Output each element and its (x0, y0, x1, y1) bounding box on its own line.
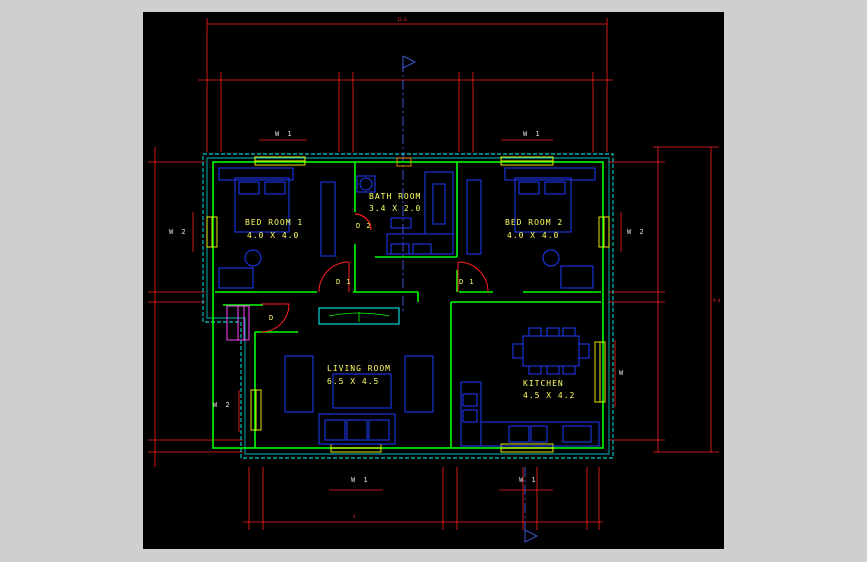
room-size-living: 6.5 X 4.5 (327, 377, 379, 386)
room-name-living: LIVING ROOM (327, 364, 391, 373)
tv-screen-detail (328, 312, 390, 322)
dim-bottom-mid: 4 (353, 514, 356, 519)
bathtub (424, 171, 454, 235)
kitchen-counter-bottom (480, 421, 600, 447)
room-size-bathroom: 3.4 X 2.0 (369, 204, 421, 213)
door-swings (260, 213, 489, 333)
door-label-d1-left: D 1 (336, 278, 352, 286)
door-label-d1-right: D 1 (459, 278, 475, 286)
toilet-icon (359, 177, 373, 191)
sofa-left (284, 355, 314, 413)
axis-lines (402, 55, 538, 543)
coffee-table (332, 373, 392, 409)
kitchen-counter-left (460, 381, 482, 447)
floor-plan-drawing: 12.0 9.4 4 D 1 D 1 D (148, 17, 721, 543)
door-label-main: D (269, 314, 274, 322)
cad-viewport[interactable]: 12.0 9.4 4 D 1 D 1 D (143, 12, 724, 549)
dim-overall-right: 9.4 (713, 298, 721, 303)
sofa-right (404, 355, 434, 413)
room-name-kitchen: KITCHEN (523, 379, 564, 388)
dining-table (522, 335, 580, 367)
furniture (218, 167, 600, 447)
window-label-w-right-lower: W (619, 369, 625, 377)
room-name-bedroom-2: BED ROOM 2 (505, 218, 563, 227)
window-label-w2-left-upper: W 2 (169, 228, 188, 236)
outer-wall-outline (202, 153, 614, 459)
door-label-d2: D 2 (356, 222, 372, 230)
window-label-w1-bottom-left: W 1 (351, 476, 370, 484)
window-label-w1-bottom-right: W 1 (519, 476, 538, 484)
wardrobe-bedroom-2 (504, 167, 596, 181)
room-size-bedroom-2: 4.0 X 4.0 (507, 231, 559, 240)
room-name-bedroom-1: BED ROOM 1 (245, 218, 303, 227)
room-size-bedroom-1: 4.0 X 4.0 (247, 231, 299, 240)
bed-bedroom-2 (514, 177, 572, 233)
window-label-w1-top-right: W 1 (523, 130, 542, 138)
dim-overall-top: 12.0 (397, 17, 407, 22)
window-label-w1-top-left: W 1 (275, 130, 294, 138)
entrance-steps (226, 305, 250, 341)
dimension-lines (148, 18, 719, 530)
room-size-kitchen: 4.5 X 4.2 (523, 391, 575, 400)
room-name-bathroom: BATH ROOM (369, 192, 421, 201)
dresser-bedroom-1 (320, 181, 336, 257)
interior-walls (212, 161, 604, 449)
windows (206, 156, 610, 453)
wardrobe-bedroom-1 (218, 167, 294, 181)
sofa-bottom (318, 413, 396, 445)
window-label-w2-left-lower: W 2 (213, 401, 232, 409)
dresser-bedroom-2 (466, 179, 482, 255)
window-label-w2-right-upper: W 2 (627, 228, 646, 236)
bed-bedroom-1 (234, 177, 290, 233)
tv-unit (318, 307, 400, 325)
